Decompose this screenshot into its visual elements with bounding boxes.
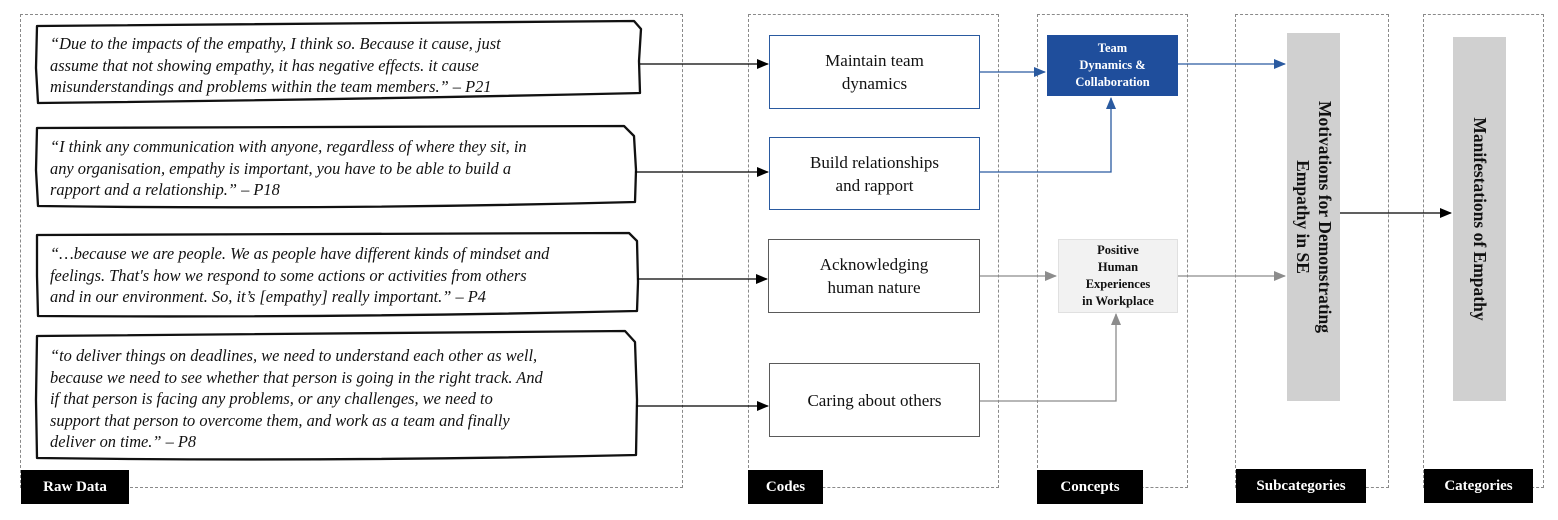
quote-line: support that person to overcome them, an… [50,410,510,430]
stage-tag-subcategories: Subcategories [1236,469,1366,503]
concept-label-line: Human [1097,260,1139,274]
quote-p4: “…because we are people. We as people ha… [50,243,635,308]
quote-line: deliver on time.” – P8 [50,432,197,451]
stage-tag-concepts: Concepts [1037,470,1143,504]
stage-tag-raw-data: Raw Data [21,470,129,504]
concept-label-line: Dynamics & [1079,58,1146,72]
concept-label-line: Experiences [1085,277,1151,291]
quote-line: “…because we are people. We as people ha… [50,244,550,263]
code-label-line: and rapport [835,175,914,195]
category-label-line: Manifestations of Empathy [1469,117,1490,321]
subcategory-bar: Motivations for Demonstrating Empathy in… [1287,33,1340,401]
quote-line: and in our environment. So, it’s [empath… [50,287,486,306]
quote-line: “to deliver things on deadlines, we need… [50,346,538,365]
concept-label-line: Collaboration [1075,75,1150,89]
quote-line: feelings. That's how we respond to some … [50,265,527,285]
subcategory-label-line: Motivations for Demonstrating [1314,100,1335,334]
quote-line: assume that not showing empathy, it has … [50,55,479,75]
codes-column [748,14,999,488]
concept-positive-human-experiences: Positive Human Experiences in Workplace [1058,239,1178,313]
concept-label-line: Positive [1097,243,1139,257]
arrow-code2-concept1 [980,97,1116,173]
concept-team-dynamics-collaboration: Team Dynamics & Collaboration [1047,35,1178,96]
quote-line: any organisation, empathy is important, … [50,158,512,178]
subcategory-label: Motivations for Demonstrating Empathy in… [1292,101,1336,333]
quote-line: “Due to the impacts of the empathy, I th… [50,34,501,53]
code-label-line: Acknowledging [819,255,929,274]
code-acknowledging-human-nature: Acknowledging human nature [768,239,980,313]
quote-line: rapport and a relationship.” – P18 [50,180,280,199]
quote-p18: “I think any communication with anyone, … [50,136,630,201]
quote-line: “I think any communication with anyone, … [50,137,527,156]
subcategory-label-line: Empathy in SE [1292,160,1313,274]
quote-line: misunderstandings and problems within th… [50,77,492,96]
code-label-line: Caring about others [807,390,942,410]
quote-callout-3 [35,231,640,318]
category-label: Manifestations of Empathy [1469,117,1491,320]
code-label-line: dynamics [841,74,908,93]
quote-callout-1 [34,19,643,105]
code-build-relationships: Build relationships and rapport [769,137,980,210]
arrow-code4-concept2 [980,313,1121,402]
quote-callout-2 [34,124,638,209]
stage-tag-categories: Categories [1424,469,1533,503]
code-maintain-team-dynamics: Maintain team dynamics [769,35,980,109]
raw-data-column [20,14,683,488]
stage-tag-codes: Codes [748,470,823,504]
quote-line: because we need to see whether that pers… [50,367,543,387]
code-label-line: human nature [827,278,921,297]
quote-p8: “to deliver things on deadlines, we need… [50,345,635,453]
code-label-line: Maintain team [825,51,924,70]
quote-line: if that person is facing any problems, o… [50,389,493,408]
quote-p21: “Due to the impacts of the empathy, I th… [50,33,635,98]
concept-label-line: in Workplace [1082,294,1154,308]
concept-label-line: Team [1097,41,1128,55]
code-label-line: Build relationships [810,152,939,172]
quote-callout-4 [34,329,639,461]
code-caring-about-others: Caring about others [769,363,980,437]
category-bar: Manifestations of Empathy [1453,37,1506,401]
